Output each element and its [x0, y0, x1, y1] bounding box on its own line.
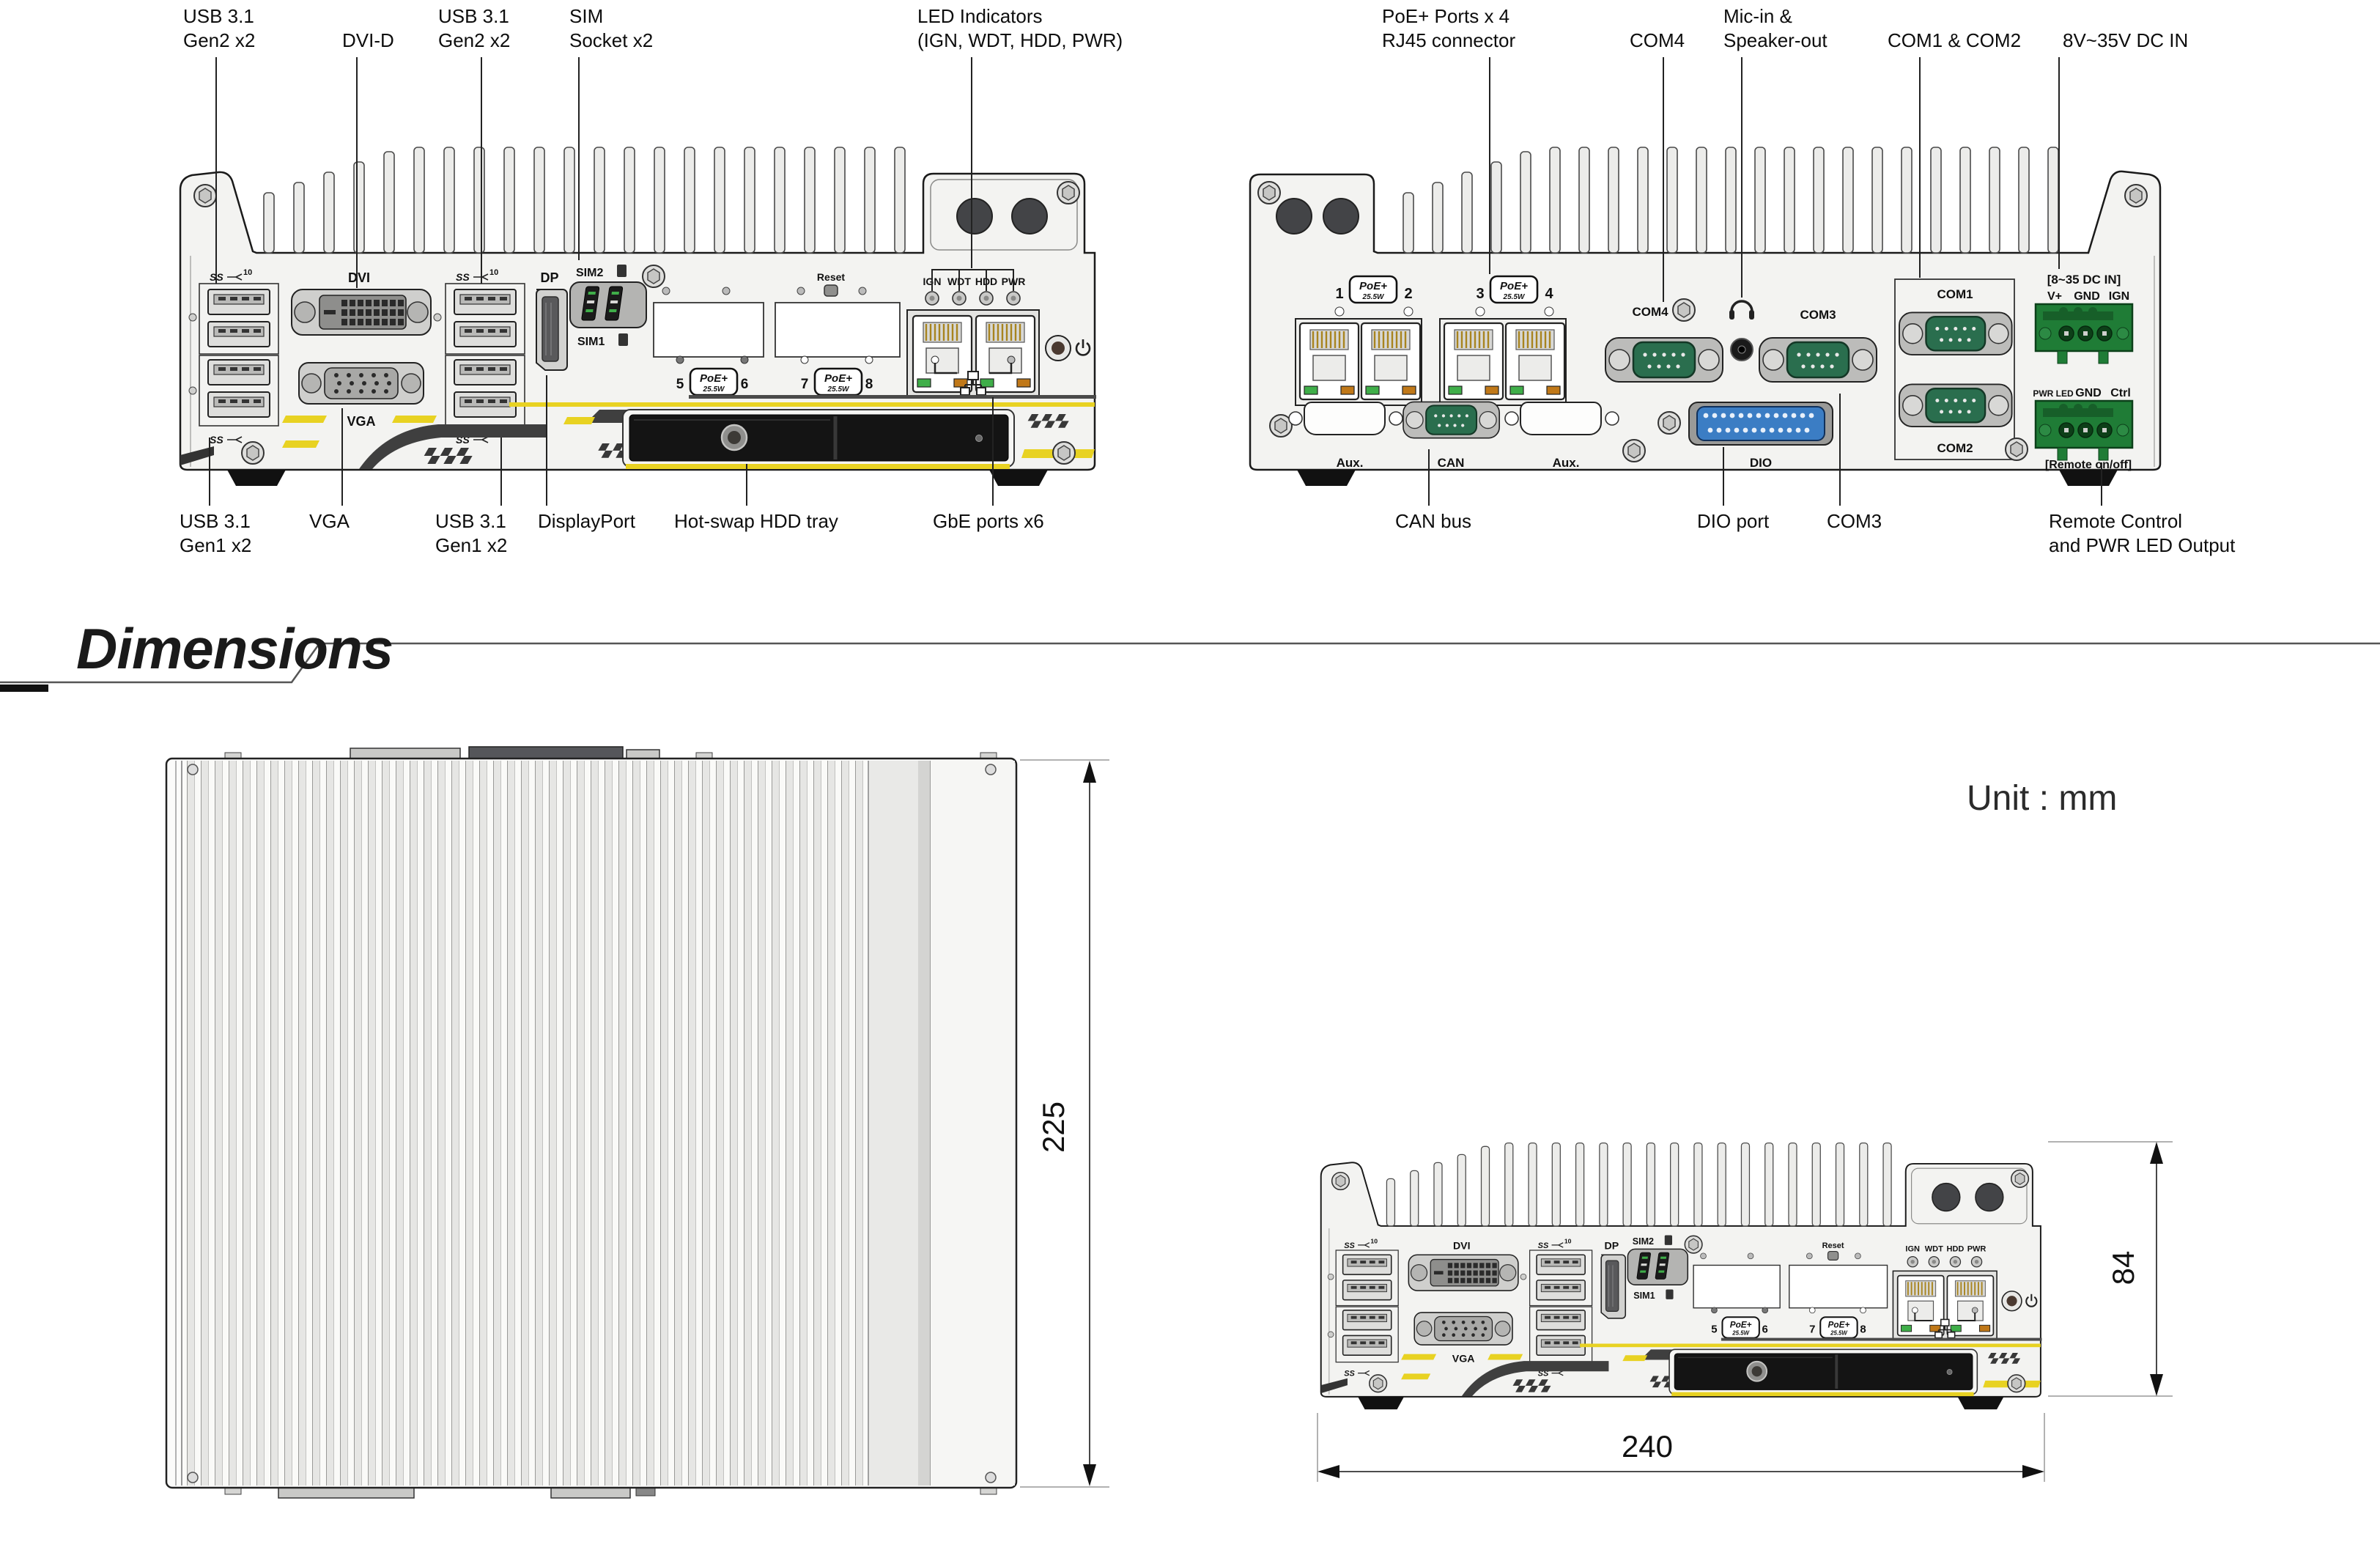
- dimension-depth: 225: [1020, 759, 1109, 1488]
- label-dvi-d: DVI-D: [342, 29, 394, 51]
- front-view: [180, 147, 1096, 486]
- svg-text:225: 225: [1036, 1101, 1071, 1153]
- label-dio-port: DIO port: [1697, 510, 1770, 532]
- label-vga: VGA: [309, 510, 350, 532]
- label-gbe-ports: GbE ports x6: [933, 510, 1044, 532]
- callout-lines-front-bottom: [209, 375, 994, 506]
- callout-lines-rear-bottom: [1428, 394, 2102, 506]
- label-com1-com2: COM1 & COM2: [1888, 29, 2022, 51]
- label-sim-socket: SIM Socket x2: [569, 5, 654, 51]
- label-can-bus: CAN bus: [1395, 510, 1472, 532]
- label-usb31-gen1-left: USB 3.1 Gen1 x2: [180, 510, 252, 556]
- label-remote-control: Remote Control and PWR LED Output: [2049, 510, 2236, 556]
- label-usb31-gen1-right: USB 3.1 Gen1 x2: [435, 510, 508, 556]
- label-poe-ports: PoE+ Ports x 4 RJ45 connector: [1382, 5, 1516, 51]
- label-led-indicators: LED Indicators (IGN, WDT, HDD, PWR): [917, 5, 1123, 51]
- unit-label: Unit : mm: [1967, 779, 2118, 818]
- dimensions-section-title: Dimensions: [76, 616, 393, 681]
- label-mic-speaker: Mic-in & Speaker-out: [1723, 5, 1828, 51]
- label-com4: COM4: [1630, 29, 1685, 51]
- rear-view: [1250, 147, 2160, 486]
- callout-lines-rear-top: [1489, 57, 2060, 302]
- top-view: [165, 746, 1018, 1499]
- front-view-small: [1321, 1143, 2042, 1410]
- section-rule: [0, 642, 2380, 692]
- label-displayport: DisplayPort: [538, 510, 635, 532]
- svg-text:84: 84: [2106, 1251, 2140, 1285]
- dimension-width: 240: [1317, 1413, 2045, 1482]
- label-usb31-gen2-left: USB 3.1 Gen2 x2: [183, 5, 256, 51]
- label-usb31-gen2-right: USB 3.1 Gen2 x2: [438, 5, 511, 51]
- dimension-height: 84: [2048, 1141, 2173, 1397]
- svg-text:240: 240: [1622, 1429, 1673, 1464]
- label-dc-in: 8V~35V DC IN: [2063, 29, 2189, 51]
- callout-lines-front-top: [215, 57, 1014, 291]
- label-com3: COM3: [1827, 510, 1882, 532]
- label-hotswap-hdd: Hot-swap HDD tray: [674, 510, 838, 532]
